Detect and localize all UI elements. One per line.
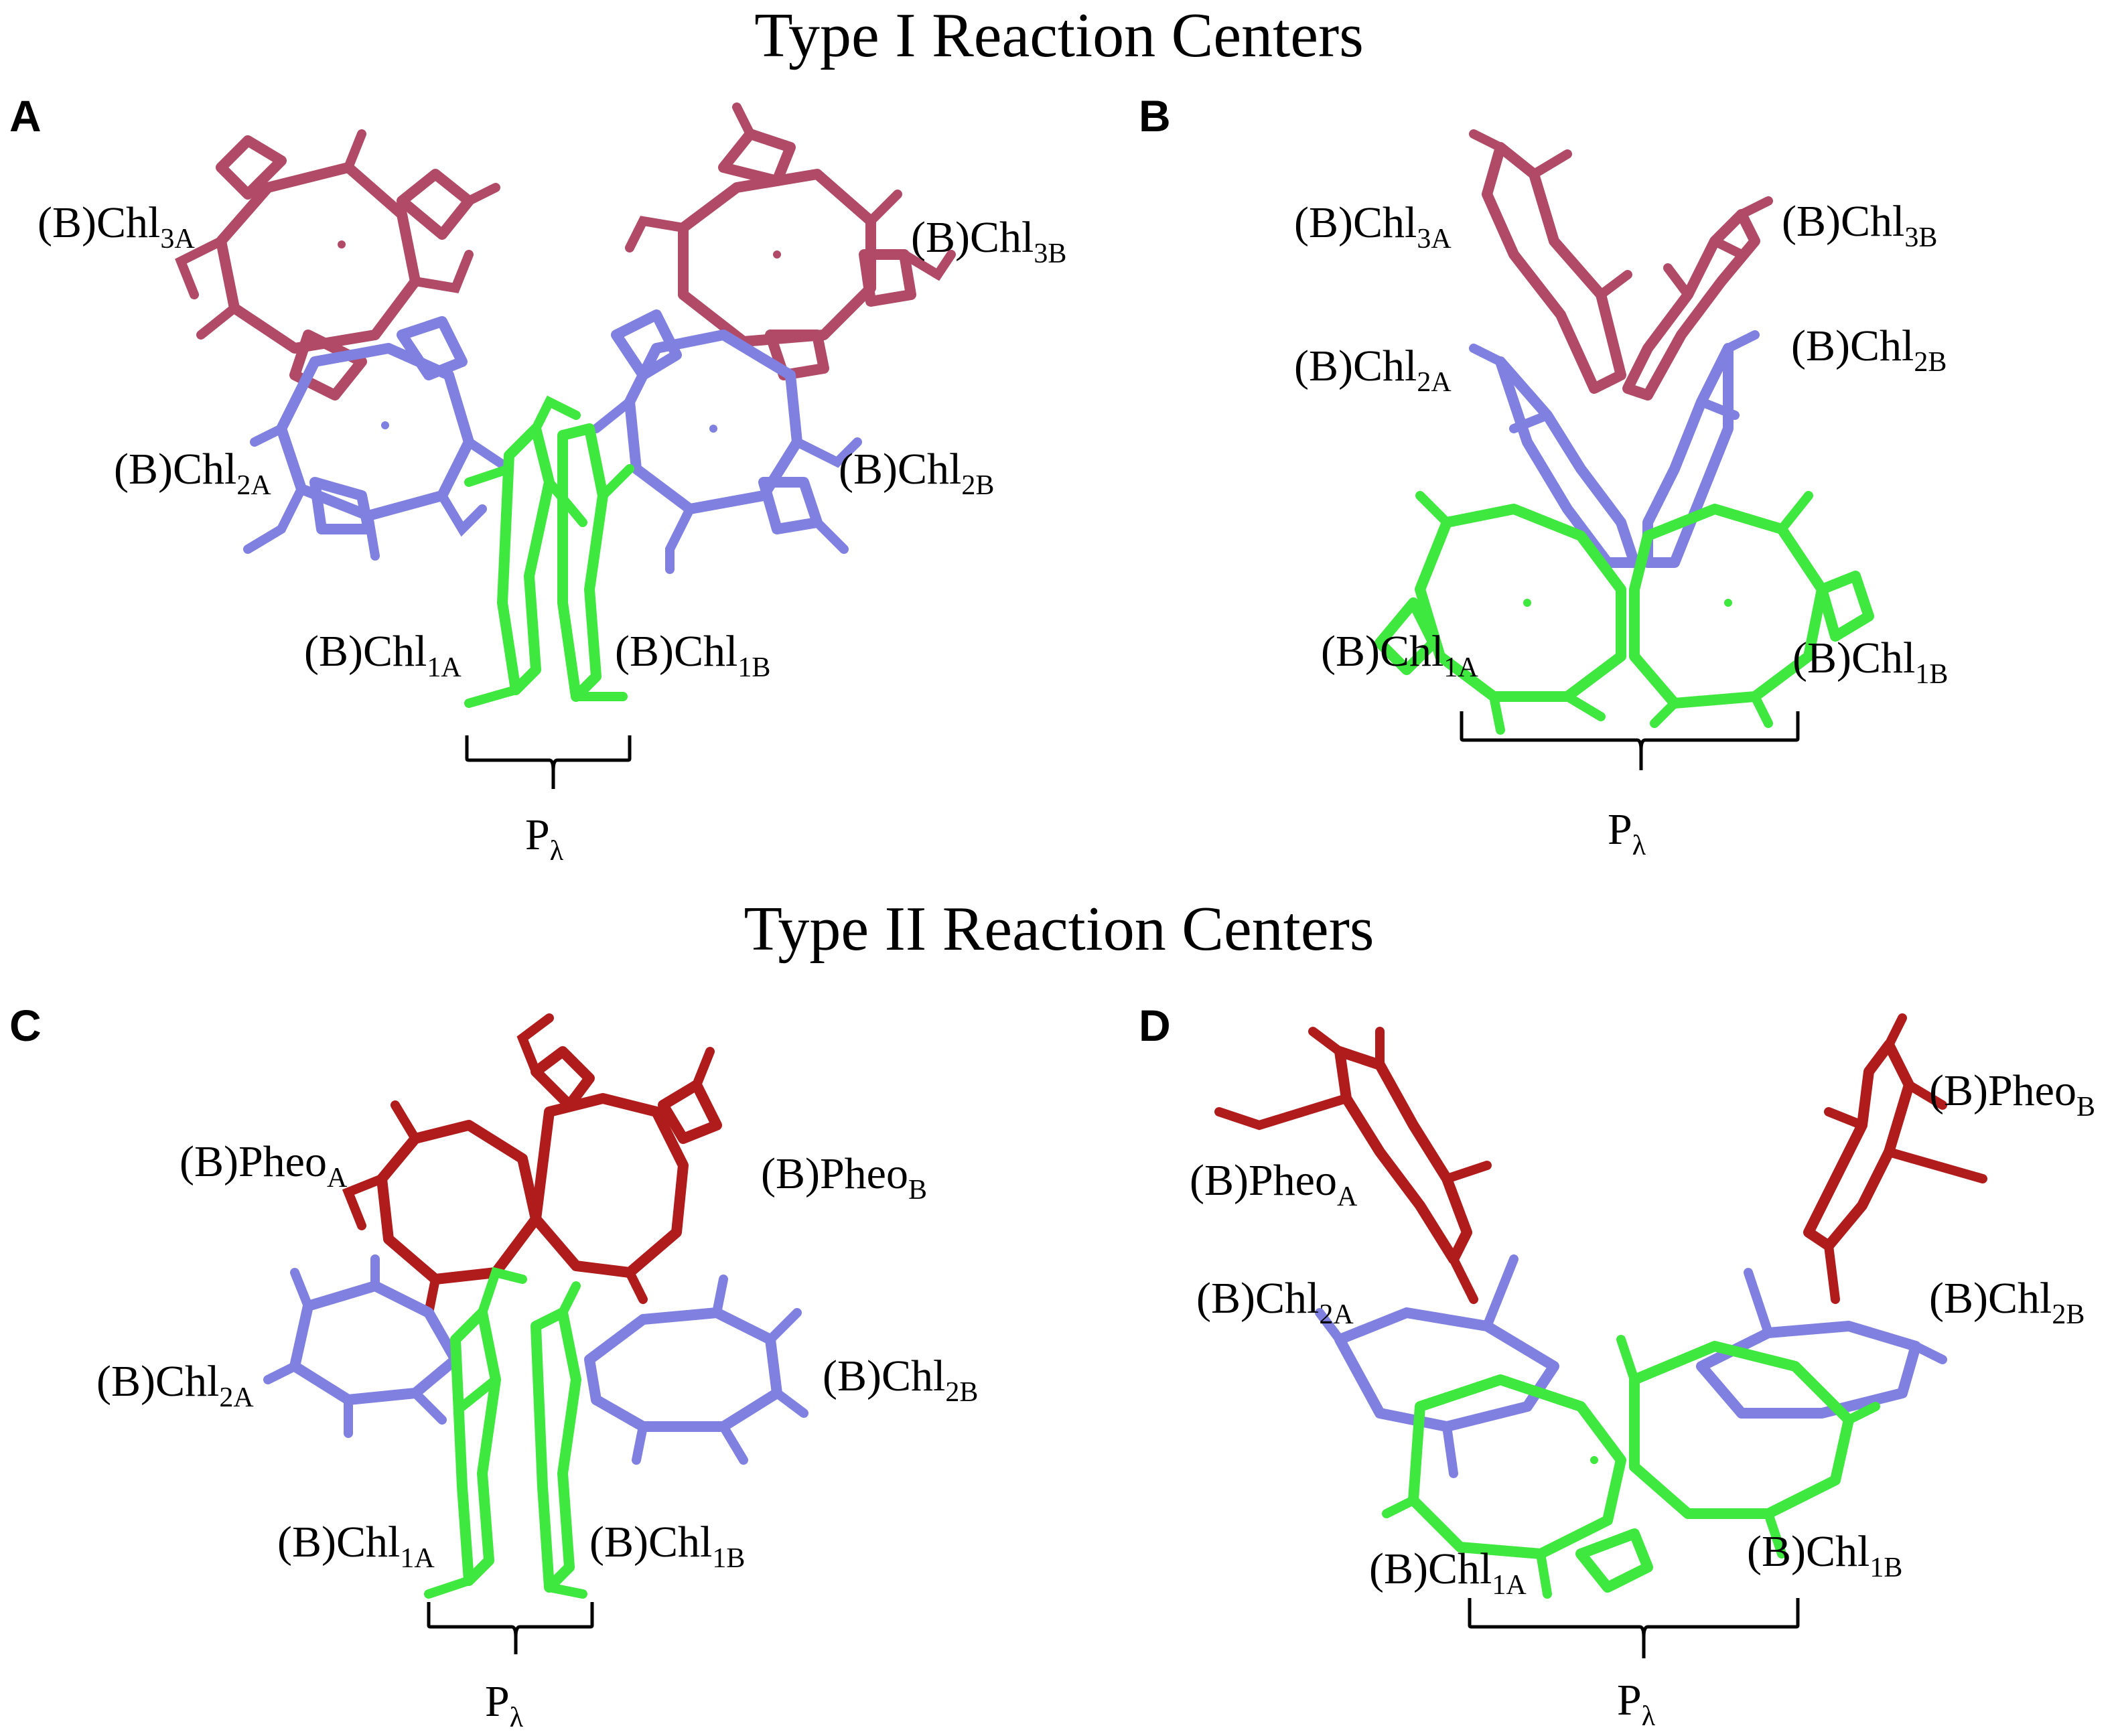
chl2a-molecule-c bbox=[263, 1254, 461, 1438]
label-a-p: Pλ bbox=[525, 810, 564, 867]
chl2b-molecule bbox=[591, 309, 862, 574]
label-d-p: Pλ bbox=[1617, 1676, 1656, 1732]
label-b-chl3a: (B)Chl3A bbox=[1294, 198, 1452, 255]
chl3b-molecule bbox=[625, 102, 956, 380]
label-c-chl1b: (B)Chl1B bbox=[589, 1518, 746, 1574]
label-d-chl1a: (B)Chl1A bbox=[1369, 1544, 1527, 1601]
type-ii-title: Type II Reaction Centers bbox=[744, 894, 1374, 964]
label-a-chl2a: (B)Chl2A bbox=[114, 445, 271, 501]
label-b-chl2a: (B)Chl2A bbox=[1294, 342, 1452, 398]
panel-letter-c: C bbox=[9, 1001, 42, 1050]
label-c-pheob: (B)PheoB bbox=[761, 1149, 927, 1206]
label-b-p: Pλ bbox=[1608, 805, 1646, 861]
panel-c-structures bbox=[263, 1013, 808, 1599]
bracket-c bbox=[427, 1602, 594, 1654]
bracket-a bbox=[465, 735, 632, 789]
label-d-pheob: (B)PheoB bbox=[1929, 1066, 2095, 1123]
chl3-pair-b bbox=[1469, 129, 1773, 401]
pheob-molecule-d bbox=[1803, 1013, 1987, 1304]
chl2b-molecule-c bbox=[584, 1275, 808, 1465]
label-c-chl2b: (B)Chl2B bbox=[823, 1352, 979, 1408]
chl1-pair-c bbox=[424, 1267, 587, 1599]
panel-b-structures bbox=[1374, 129, 1874, 735]
chl1-pair-d bbox=[1382, 1335, 1880, 1599]
chl1-pair-a bbox=[464, 395, 634, 708]
chl2-pair-d bbox=[1315, 1254, 1947, 1478]
panel-letter-b: B bbox=[1139, 91, 1171, 141]
label-b-chl1a: (B)Chl1A bbox=[1321, 627, 1478, 683]
pheo-pair-c bbox=[342, 1013, 722, 1317]
chl3a-molecule bbox=[175, 129, 500, 401]
label-d-chl1b: (B)Chl1B bbox=[1747, 1527, 1903, 1583]
label-c-p: Pλ bbox=[485, 1677, 524, 1733]
label-a-chl1b: (B)Chl1B bbox=[615, 627, 771, 683]
chl2a-molecule bbox=[243, 316, 514, 561]
bracket-b bbox=[1460, 711, 1800, 770]
label-a-chl1a: (B)Chl1A bbox=[304, 627, 462, 683]
label-b-chl3b: (B)Chl3B bbox=[1782, 197, 1938, 253]
label-c-chl1a: (B)Chl1A bbox=[277, 1518, 435, 1574]
label-c-chl2a: (B)Chl2A bbox=[96, 1357, 254, 1413]
chl2-pair-b bbox=[1469, 330, 1760, 568]
label-c-pheoa: (B)PheoA bbox=[180, 1137, 348, 1194]
label-d-pheoa: (B)PheoA bbox=[1190, 1156, 1358, 1212]
label-b-chl1b: (B)Chl1B bbox=[1792, 634, 1949, 690]
label-a-chl3a: (B)Chl3A bbox=[38, 198, 195, 255]
label-a-chl2b: (B)Chl2B bbox=[839, 445, 995, 501]
panel-letter-a: A bbox=[9, 91, 42, 141]
panel-a-structures bbox=[175, 102, 956, 708]
label-a-chl3b: (B)Chl3B bbox=[911, 213, 1067, 269]
pheoa-molecule-d bbox=[1214, 1027, 1492, 1304]
label-b-chl2b: (B)Chl2B bbox=[1791, 321, 1947, 378]
bracket-d bbox=[1468, 1598, 1800, 1658]
panel-d-structures bbox=[1214, 1013, 1987, 1599]
panel-letter-d: D bbox=[1139, 1001, 1171, 1050]
label-d-chl2a: (B)Chl2A bbox=[1196, 1274, 1354, 1330]
chl1-pair-b bbox=[1374, 491, 1874, 735]
type-i-title: Type I Reaction Centers bbox=[754, 1, 1364, 70]
label-d-chl2b: (B)Chl2B bbox=[1929, 1274, 2085, 1330]
